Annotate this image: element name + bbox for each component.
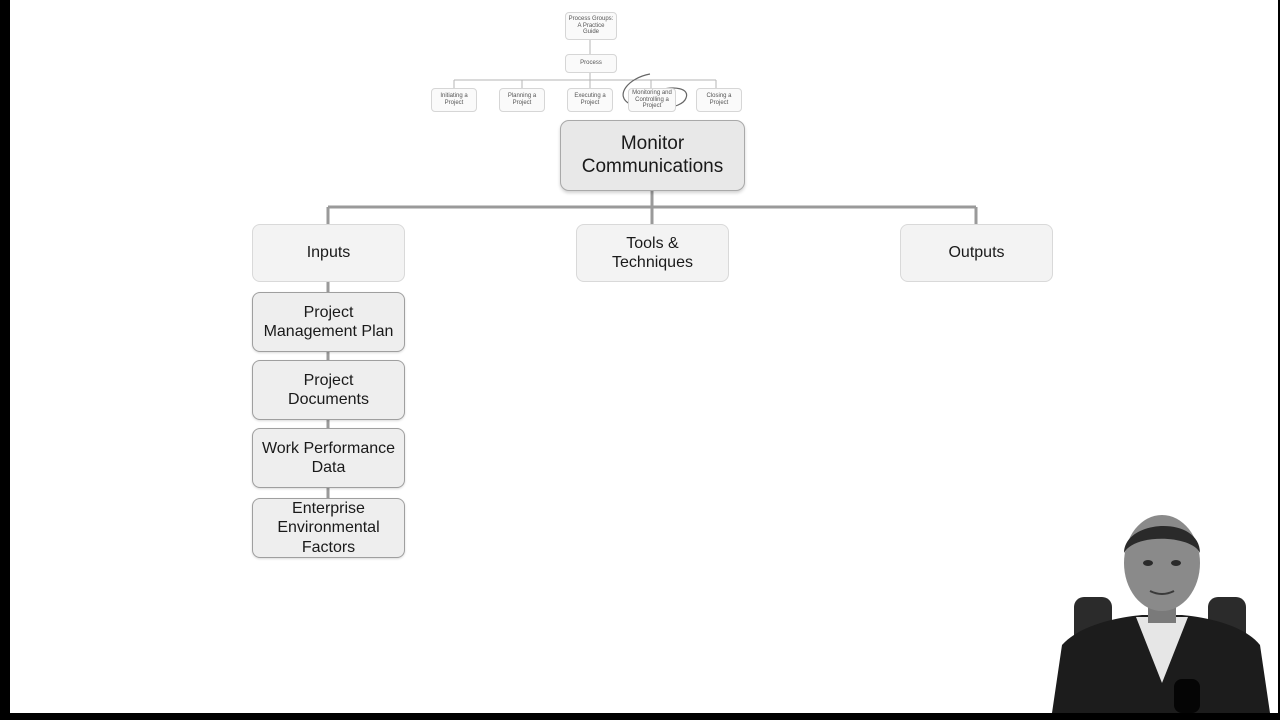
input-work-performance-data: Work Performance Data	[252, 428, 405, 488]
group-executing-label: Executing a Project	[574, 93, 606, 106]
slide: Process Groups: A Practice Guide Process…	[10, 0, 1278, 713]
input-project-management-plan: Project Management Plan	[252, 292, 405, 352]
input-project-management-plan-label: Project Management Plan	[263, 303, 394, 340]
group-monitoring-label: Monitoring and Controlling a Project	[632, 90, 672, 110]
process-groups-guide-node: Process Groups: A Practice Guide	[565, 12, 617, 40]
outputs-node: Outputs	[900, 224, 1053, 282]
input-enterprise-environmental-factors: Enterprise Environmental Factors	[252, 498, 405, 558]
group-planning-label: Planning a Project	[507, 93, 537, 106]
input-enterprise-environmental-factors-label: Enterprise Environmental Factors	[277, 500, 380, 556]
input-project-documents: Project Documents	[252, 360, 405, 420]
group-closing-label: Closing a Project	[706, 93, 732, 106]
group-planning-node: Planning a Project	[499, 88, 545, 112]
tools-techniques-node: Tools & Techniques	[576, 224, 729, 282]
inputs-label: Inputs	[306, 244, 351, 262]
input-work-performance-data-label: Work Performance Data	[261, 439, 396, 476]
outputs-label: Outputs	[948, 244, 1005, 262]
group-initiating-node: Initiating a Project	[431, 88, 477, 112]
group-closing-node: Closing a Project	[696, 88, 742, 112]
monitor-communications-label: Monitor Communications	[581, 132, 724, 177]
input-project-documents-label: Project Documents	[288, 371, 369, 408]
group-executing-node: Executing a Project	[567, 88, 613, 112]
presenter-webcam	[1052, 505, 1270, 713]
process-label: Process	[580, 60, 602, 67]
group-monitoring-node: Monitoring and Controlling a Project	[628, 88, 676, 112]
inputs-node: Inputs	[252, 224, 405, 282]
process-groups-guide-label: Process Groups: A Practice Guide	[568, 16, 614, 36]
process-node: Process	[565, 54, 617, 73]
monitor-communications-node: Monitor Communications	[560, 120, 745, 191]
tools-techniques-label: Tools & Techniques	[612, 234, 693, 271]
group-initiating-label: Initiating a Project	[440, 93, 468, 106]
